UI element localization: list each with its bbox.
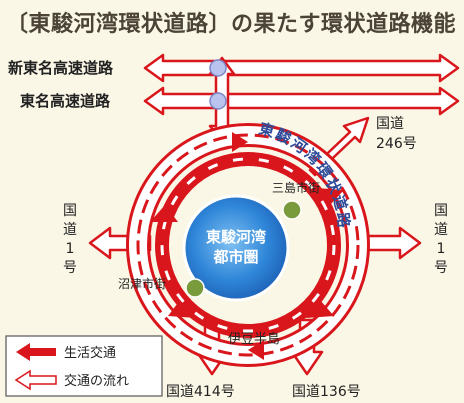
svg-text:1: 1 — [66, 241, 75, 257]
svg-text:号: 号 — [434, 260, 448, 276]
highway-tomei-arrow — [143, 86, 460, 116]
route-414-label: 国道414号 — [166, 384, 235, 400]
legend-traffic-flow-icon — [14, 369, 57, 391]
numazu-city-dot — [185, 278, 205, 298]
diagram-title: 〔東駿河湾環状道路〕の果たす環状道路機能 — [6, 12, 457, 37]
center-label-line2: 都市圏 — [212, 248, 258, 266]
legend-local-traffic-icon — [16, 343, 56, 361]
svg-text:1: 1 — [437, 241, 446, 257]
legend: 生活交通 交通の流れ — [5, 335, 163, 397]
svg-text:道: 道 — [63, 222, 77, 238]
local-traffic-arrows — [150, 132, 344, 360]
ring-road — [126, 123, 370, 367]
metro-area-circle — [182, 194, 290, 302]
route-246-label-line1: 国道 — [376, 116, 404, 132]
svg-text:号: 号 — [63, 260, 77, 276]
route-136-label: 国道136号 — [292, 384, 361, 400]
legend-local-traffic-label: 生活交通 — [64, 345, 116, 361]
izu-peninsula-label: 伊豆半島 — [228, 332, 280, 347]
svg-text:道: 道 — [434, 222, 448, 238]
center-label-line1: 東駿河湾 — [206, 228, 266, 246]
route-1-right-label: 国 道 1 号 — [434, 203, 448, 276]
svg-text:国: 国 — [63, 203, 77, 219]
highway-label-shin-tomei: 新東名高速道路 — [8, 59, 114, 77]
highway-shin-tomei-arrow — [143, 53, 460, 83]
interchange-tomei-icon — [209, 92, 227, 110]
route-1-left-label: 国 道 1 号 — [63, 203, 77, 276]
highway-label-tomei: 東名高速道路 — [20, 92, 111, 110]
mishima-city-label: 三島市街 — [272, 180, 320, 195]
mishima-city-dot — [282, 200, 302, 220]
route-246-label-line2: 246号 — [376, 136, 417, 152]
svg-text:国: 国 — [434, 203, 448, 219]
legend-traffic-flow-label: 交通の流れ — [64, 373, 129, 389]
interchange-shin-tomei-icon — [209, 59, 227, 77]
numazu-city-label: 沼津市街 — [118, 276, 166, 291]
